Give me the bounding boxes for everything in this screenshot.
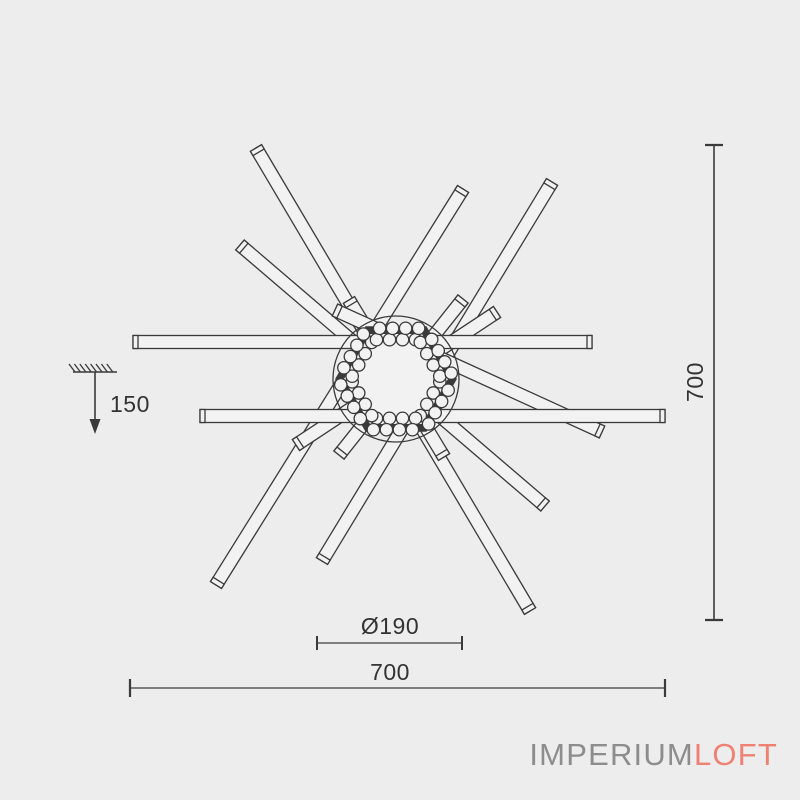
crystal-bead [382, 411, 397, 426]
crystal-bead [398, 321, 413, 336]
ceiling-hatch-tick [100, 363, 108, 373]
ceiling-hatch-tick [68, 363, 76, 373]
ceiling-hatch-icon [68, 363, 117, 373]
ceiling-hatch-tick [79, 363, 87, 373]
crystal-bead [350, 338, 364, 353]
dimension-label-width: 700 [370, 659, 410, 685]
crystal-bead-hexagon [333, 321, 459, 437]
arrow-down-icon [89, 419, 101, 434]
crystal-bead [426, 358, 441, 372]
crystal-bead [382, 332, 397, 347]
crystal-bead [421, 417, 436, 431]
crystal-bead [346, 400, 361, 415]
ceiling-hatch-tick [73, 363, 81, 373]
crystal-bead [434, 394, 449, 409]
bar-diagonal-8-cap-start [332, 446, 349, 460]
crystal-bead [343, 349, 358, 364]
crystal-bead [411, 321, 426, 336]
brand-logo-primary: IMPERIUM [529, 737, 694, 772]
dimension-label-depth: 700 [682, 362, 708, 402]
bar-diagonal-5-cap-end [488, 305, 502, 322]
bar-diagonal-1-cap-end [520, 602, 537, 616]
crystal-bead [413, 335, 428, 350]
crystal-bead [358, 346, 373, 361]
crystal-bead [419, 346, 434, 361]
bar-horizontal-upper-cap-start [132, 334, 139, 350]
dimension-overall-depth: 700 [682, 143, 723, 622]
bar-diagonal-8-cap-end [453, 294, 470, 308]
crystal-bead [444, 366, 459, 381]
center-plate-circle [332, 315, 460, 443]
dimension-drop-height: 150 [68, 363, 150, 434]
bar-diagonal-6-cap-start [342, 295, 359, 309]
bar-diagonal-3-cap-end [209, 576, 226, 590]
crystal-bead [351, 386, 366, 400]
crystal-bead [428, 405, 442, 420]
bar-diagonal-4-cap-end [315, 552, 332, 566]
bar-diagonal-6-cap-end [434, 448, 451, 462]
bar-horizontal-upper-cap-end [586, 334, 593, 350]
crystal-bead [379, 422, 394, 437]
crystal-bead [345, 369, 360, 384]
brand-logo-secondary: LOFT [693, 737, 778, 772]
crystal-bead [431, 343, 446, 358]
crystal-bead [337, 360, 351, 375]
ceiling-hatch-tick [84, 363, 92, 373]
bar-diagonal-7-cap-start [593, 423, 606, 439]
crystal-bead [395, 332, 410, 347]
crystal-bead [408, 411, 423, 426]
crystal-bead [392, 422, 407, 437]
crystal-bead [441, 383, 455, 398]
bar-diagonal-7-cap-end [331, 303, 344, 319]
crystal-bead [395, 411, 410, 426]
crystal-bead [424, 332, 439, 347]
bar-diagonal-4-cap-start [542, 177, 559, 191]
dimension-label-diameter: Ø190 [361, 613, 419, 639]
crystal-bead [351, 358, 366, 372]
crystal-bead [385, 321, 400, 336]
dimension-overall-width: 700 [128, 659, 667, 697]
dimension-label-height: 150 [110, 391, 150, 417]
crystal-bead [405, 422, 420, 437]
crystal-bead [353, 411, 368, 426]
bar-diagonal-2-cap-end [536, 496, 551, 512]
crystal-bead [372, 321, 387, 336]
crystal-bead [366, 422, 381, 437]
crystal-bead [364, 408, 379, 423]
crystal-bead [369, 332, 384, 347]
crystal-bead [426, 386, 441, 400]
crystal-bead [356, 327, 371, 341]
bar-horizontal-lower-cap-start [199, 408, 206, 424]
crystal-bead [333, 377, 348, 392]
bar-diagonal-2-cap-start [234, 239, 249, 255]
dimension-center-diameter: Ø190 [316, 613, 463, 650]
brand-logo: IMPERIUMLOFT [529, 739, 778, 770]
crystal-bead [419, 397, 434, 412]
bar-horizontal-lower-cap-end [659, 408, 666, 424]
crystal-bead [432, 369, 447, 384]
ceiling-hatch-tick [95, 363, 103, 373]
ceiling-hatch-tick [90, 363, 98, 373]
ceiling-hatch-tick [106, 363, 114, 373]
bar-diagonal-3-cap-start [453, 184, 470, 198]
bar-diagonal-5-cap-start [291, 435, 305, 452]
crystal-bead [358, 397, 373, 412]
crystal-bead [340, 389, 355, 403]
crystal-bead [437, 355, 452, 369]
bar-diagonal-1-cap-start [249, 143, 266, 157]
